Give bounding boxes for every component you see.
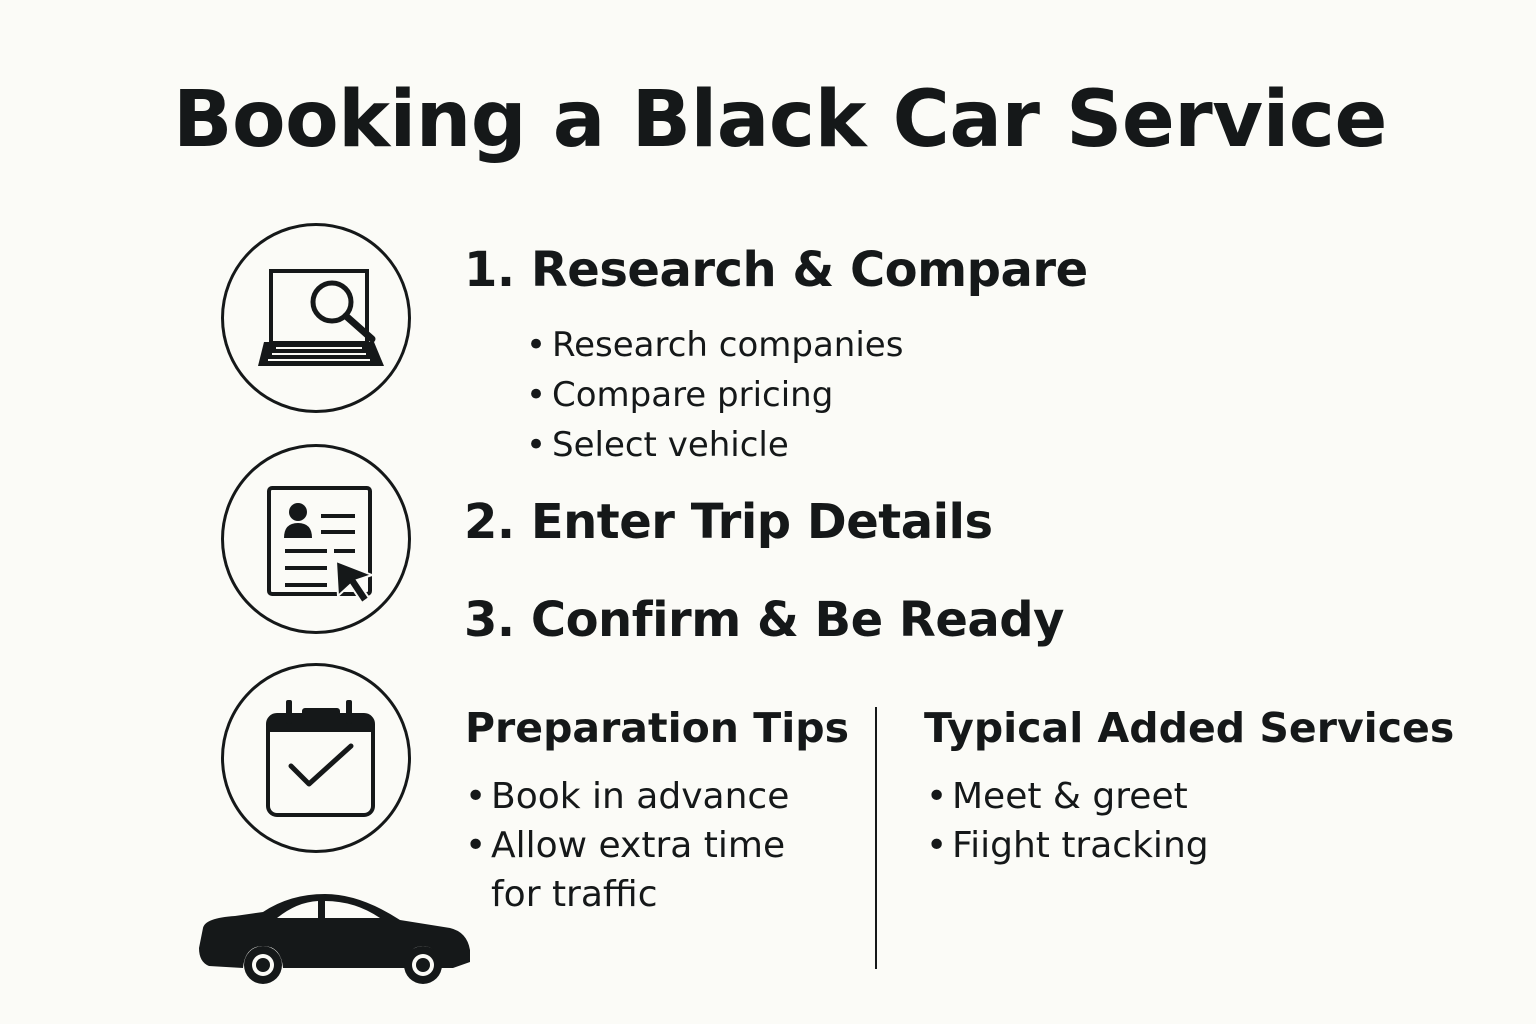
list-item: Compare pricing [526,370,903,420]
preparation-tips-list: Book in advance Allow extra time for tra… [465,772,789,919]
page-title: Booking a Black Car Service [173,75,1387,165]
calendar-check-icon [221,663,411,853]
step-1-heading: 1. Research & Compare [464,242,1088,298]
form-cursor-icon [221,444,411,634]
column-divider [875,707,877,969]
car-icon [199,894,470,984]
list-item: Select vehicle [526,420,903,470]
preparation-tips-heading: Preparation Tips [465,704,850,752]
list-item: Fiight tracking [926,821,1209,870]
step-2-heading: 2. Enter Trip Details [464,494,993,550]
added-services-list: Meet & greet Fiight tracking [926,772,1209,870]
added-services-heading: Typical Added Services [924,704,1455,752]
step-3-heading: 3. Confirm & Be Ready [464,592,1064,648]
list-item-continuation: for traffic [491,874,658,915]
step-1-bullets: Research companies Compare pricing Selec… [526,320,903,470]
list-item: Allow extra time [465,821,789,870]
laptop-search-icon [221,223,411,413]
list-item: Book in advance [465,772,789,821]
list-item: Meet & greet [926,772,1209,821]
list-item: Research companies [526,320,903,370]
